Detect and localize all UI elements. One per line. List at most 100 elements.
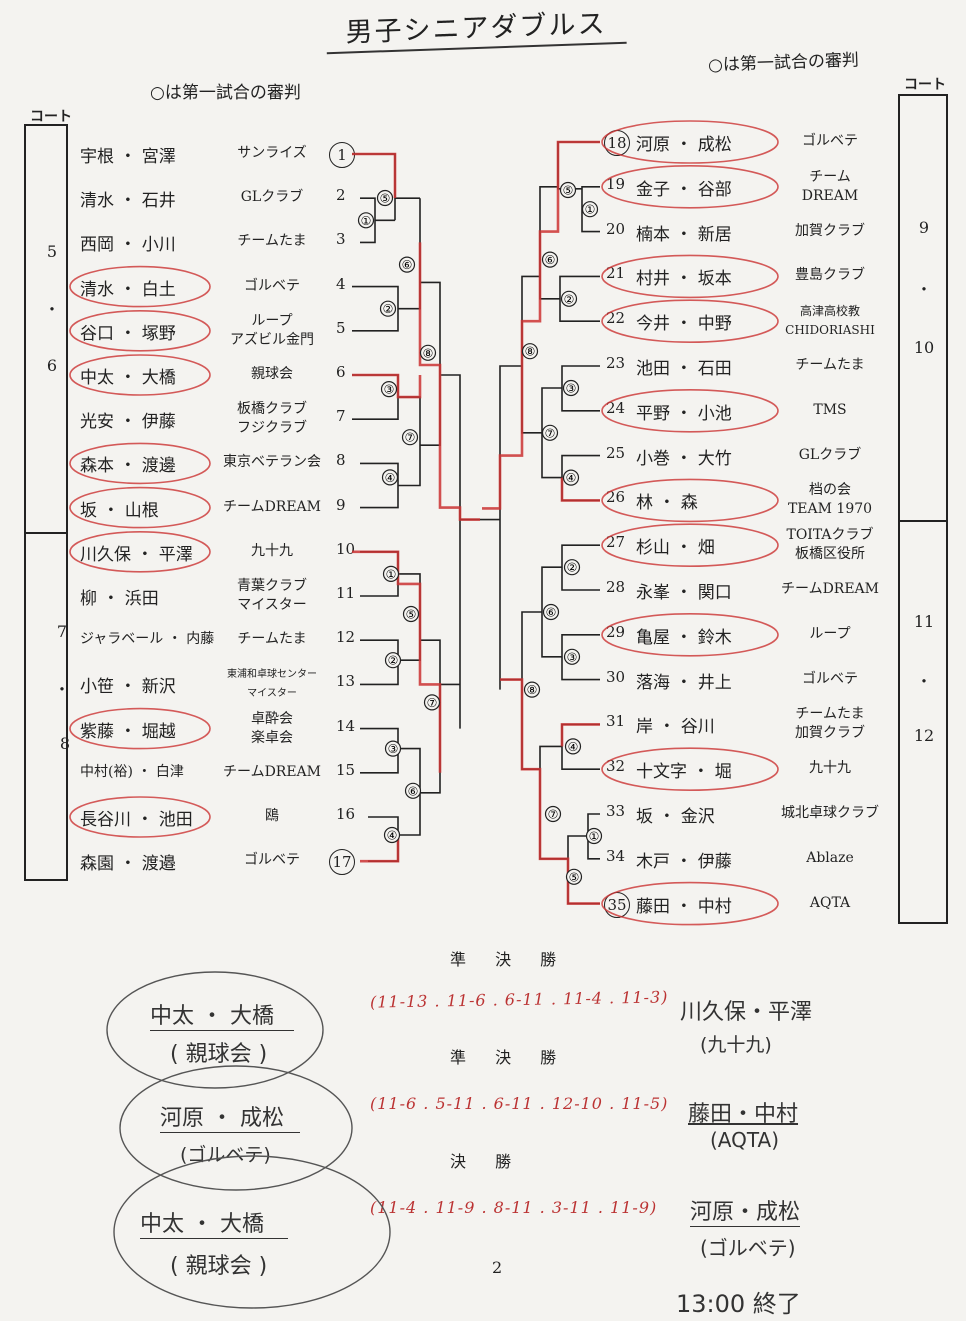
- match-left-b3: [384, 740, 402, 757]
- left-entry-club: 青葉クラブ マイスター: [237, 578, 307, 613]
- match-left-8: [419, 344, 437, 361]
- match-right-b8-label: ⑧: [527, 683, 538, 697]
- left-entry-players: 光安 ・ 伊藤: [80, 412, 176, 433]
- match-right-7-label: ⑦: [545, 426, 556, 440]
- red-mark-right-3: [601, 254, 779, 299]
- right-entry-club: ループ: [809, 625, 851, 642]
- match-left-b6-label: ⑥: [408, 784, 419, 798]
- left-entry-club: サンライズ: [237, 145, 307, 161]
- court-box-left-top: [24, 124, 68, 534]
- left-entry-club: ループ アズビル金門: [230, 312, 314, 348]
- right-entry-club: 九十九: [809, 760, 851, 777]
- referee-note-left: ○は第一試合の審判: [150, 83, 301, 103]
- left-entry-players: 長谷川 ・ 池田: [80, 810, 193, 830]
- red-mark-left-15: [69, 796, 211, 838]
- match-right-b7-label: ⑦: [548, 808, 559, 822]
- right-entry-players: 金子 ・ 谷部: [636, 179, 732, 200]
- right-entry-number: 23: [606, 354, 626, 372]
- semi1-winner-club: ( 親球会 ): [170, 1042, 268, 1067]
- left-entry-players: 小笹 ・ 新沢: [80, 677, 176, 698]
- match-left-1: [357, 212, 375, 229]
- right-entry-players: 十文字 ・ 堀: [636, 762, 732, 783]
- red-mark-left-13: [69, 707, 211, 750]
- left-entry-club: ゴルベテ: [244, 277, 300, 294]
- right-entry-number: 29: [606, 622, 626, 641]
- end-time: 13:00 終了: [676, 1290, 801, 1318]
- right-entry-players: 藤田 ・ 中村: [636, 896, 732, 917]
- match-right-b8: [523, 681, 541, 698]
- court-left-7: 7: [56, 622, 68, 641]
- semi2-winner: 河原 ・ 成松: [160, 1100, 300, 1133]
- right-entry-club: Ablaze: [806, 849, 854, 866]
- court-header-right: コート: [904, 77, 946, 93]
- right-entry-players: 河原 ・ 成松: [636, 135, 732, 155]
- match-right-b3-label: ③: [567, 650, 578, 664]
- final-winner-club: ( 親球会 ): [170, 1254, 268, 1279]
- court-right-11: 11: [913, 612, 935, 631]
- right-entry-club: TMS: [813, 401, 847, 418]
- red-mark-right-9: [601, 523, 779, 568]
- left-entry-number: 7: [336, 407, 346, 426]
- left-entry-number: 10: [336, 539, 356, 558]
- match-left-4: [381, 469, 399, 486]
- right-entry-club: 豊島クラブ: [795, 267, 865, 284]
- court-box-left-bottom: [24, 532, 68, 881]
- match-left-b4: [383, 826, 401, 844]
- red-mark-left-3: [69, 265, 211, 308]
- match-left-b1: [382, 565, 400, 583]
- left-entry-number: 15: [336, 760, 356, 779]
- red-mark-left-7: [69, 442, 211, 485]
- left-entry-club: 東京ベテラン会: [223, 454, 321, 471]
- right-entry-club: 档の会 TEAM 1970: [787, 482, 873, 518]
- match-right-6: [541, 251, 559, 268]
- court-right-10: 10: [913, 338, 935, 357]
- left-entry-players: 坂 ・ 山根: [80, 500, 159, 521]
- red-mark-right-17: [601, 881, 779, 926]
- left-entry-club: 親球会: [251, 366, 293, 382]
- match-left-b5-label: ⑤: [406, 608, 417, 622]
- right-entry-players: 落海 ・ 井上: [636, 672, 732, 693]
- left-entry-club: チームDREAM: [222, 763, 321, 780]
- left-entry-players: 森園 ・ 渡邉: [80, 854, 176, 875]
- match-right-2: [560, 290, 578, 307]
- left-entry-players: 清水 ・ 石井: [80, 191, 176, 212]
- left-entry-number: 8: [336, 451, 346, 470]
- left-entry-club: ゴルベテ: [244, 852, 300, 869]
- match-right-b5: [565, 868, 583, 885]
- red-mark-left-5: [69, 354, 211, 396]
- semi1-winner: 中太 ・ 大橋: [150, 998, 294, 1031]
- left-entry-players: 川久保 ・ 平澤: [80, 544, 193, 565]
- match-left-b2: [384, 652, 402, 669]
- match-left-b1-label: ①: [386, 567, 397, 581]
- match-left-3-label: ③: [384, 383, 395, 397]
- right-entry-number: 33: [606, 802, 626, 820]
- right-entry-number: 31: [606, 712, 626, 731]
- match-right-5: [559, 181, 577, 199]
- semi1-loser-club: (九十九): [700, 1034, 772, 1056]
- court-left-dot-2: ・: [53, 680, 70, 699]
- match-left-b7-label: ⑦: [427, 696, 438, 710]
- match-right-2-label: ②: [564, 292, 575, 306]
- red-mark-right-8: [601, 478, 779, 523]
- red-mark-left-4: [69, 309, 211, 352]
- left-entry-players: 柳 ・ 浜田: [80, 589, 159, 609]
- match-left-b6: [404, 782, 422, 799]
- right-entry-players: 杉山 ・ 畑: [636, 538, 715, 559]
- red-mark-left-9: [69, 530, 211, 573]
- right-entry-number: 27: [606, 533, 626, 552]
- right-entry-players: 亀屋 ・ 鈴木: [636, 627, 732, 648]
- right-entry-players: 林 ・ 森: [636, 493, 698, 514]
- match-left-b2-label: ②: [388, 654, 399, 668]
- match-left-1-label: ①: [361, 214, 372, 228]
- match-right-b2: [563, 559, 581, 576]
- right-entry-number: 24: [606, 398, 626, 417]
- court-left-6: 6: [46, 356, 58, 375]
- court-right-dot-1: ・: [915, 280, 932, 299]
- final-label: 決 勝: [450, 1152, 524, 1171]
- page-number: 2: [492, 1258, 503, 1277]
- right-entry-number: 20: [606, 219, 626, 238]
- match-right-b6-label: ⑥: [546, 606, 557, 620]
- left-entry-number: 11: [336, 584, 356, 602]
